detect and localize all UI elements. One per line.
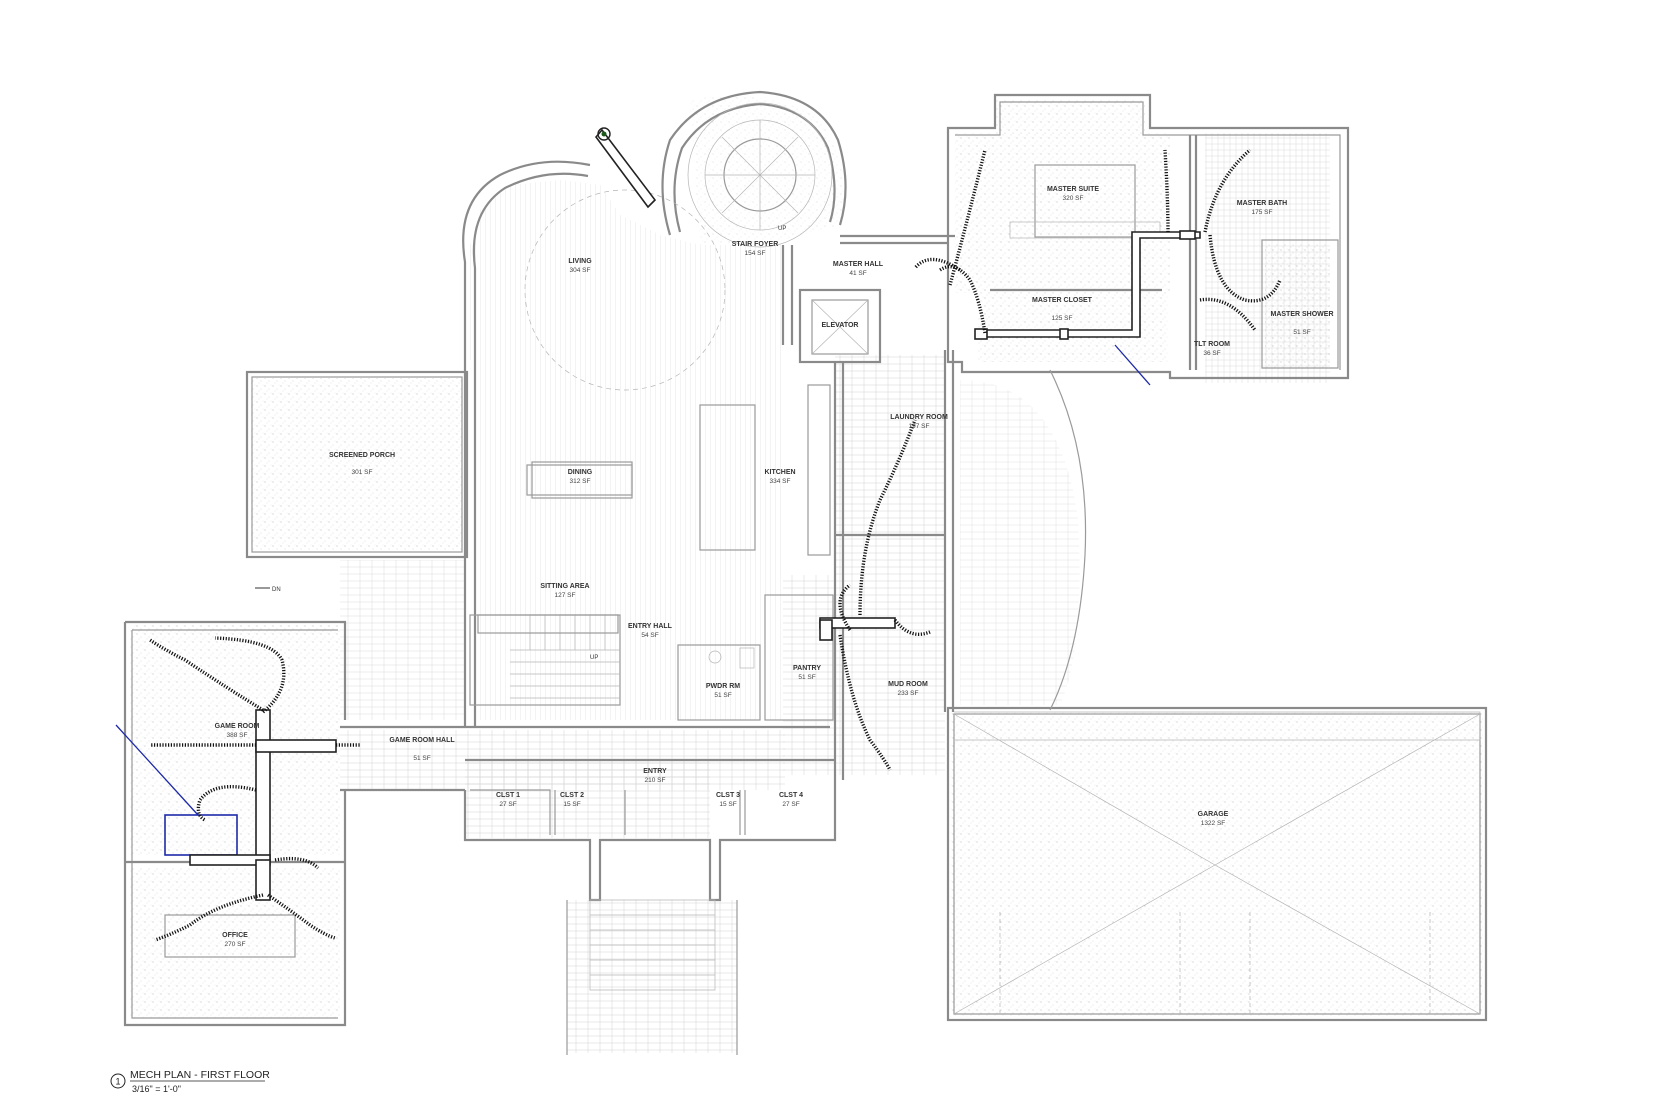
room-clst-3-name: CLST 3 bbox=[716, 792, 740, 799]
room-game-room-hall-area: 51 SF bbox=[413, 755, 430, 762]
room-garage-name: GARAGE bbox=[1198, 811, 1229, 818]
room-living-name: LIVING bbox=[568, 258, 592, 265]
room-clst-1-name: CLST 1 bbox=[496, 792, 520, 799]
room-laundry-room-area: 197 SF bbox=[909, 423, 930, 430]
room-master-shower-name: MASTER SHOWER bbox=[1271, 311, 1334, 318]
room-clst-4-name: CLST 4 bbox=[779, 792, 803, 799]
room-tlt-room-name: TLT ROOM bbox=[1194, 341, 1230, 348]
room-master-bath-name: MASTER BATH bbox=[1237, 200, 1287, 207]
room-pantry-name: PANTRY bbox=[793, 665, 821, 672]
room-living-area: 304 SF bbox=[570, 267, 591, 274]
room-clst-2-area: 15 SF bbox=[563, 801, 580, 808]
room-master-closet-name: MASTER CLOSET bbox=[1032, 297, 1093, 304]
room-dining-area: 312 SF bbox=[570, 478, 591, 485]
room-screened-porch-name: SCREENED PORCH bbox=[329, 452, 395, 459]
room-kitchen-name: KITCHEN bbox=[764, 469, 795, 476]
room-master-suite-area: 320 SF bbox=[1063, 195, 1084, 202]
room-entry-hall-area: 54 SF bbox=[641, 632, 658, 639]
room-pwdr-rm-area: 51 SF bbox=[714, 692, 731, 699]
room-master-hall-area: 41 SF bbox=[849, 270, 866, 277]
room-master-bath-area: 175 SF bbox=[1252, 209, 1273, 216]
room-laundry-room-name: LAUNDRY ROOM bbox=[890, 414, 948, 421]
room-garage-area: 1322 SF bbox=[1201, 820, 1226, 827]
room-clst-4-area: 27 SF bbox=[782, 801, 799, 808]
room-game-room-name: GAME ROOM bbox=[215, 723, 260, 730]
room-pwdr-rm-name: PWDR RM bbox=[706, 683, 740, 690]
room-stair-foyer-area: 154 SF bbox=[745, 250, 766, 257]
room-stair-foyer-name: STAIR FOYER bbox=[732, 241, 779, 248]
room-kitchen-area: 334 SF bbox=[770, 478, 791, 485]
room-tlt-room-area: 36 SF bbox=[1203, 350, 1220, 357]
room-entry-name: ENTRY bbox=[643, 768, 667, 775]
up-label-foyer: UP bbox=[778, 226, 786, 232]
room-master-suite-name: MASTER SUITE bbox=[1047, 186, 1099, 193]
room-clst-3-area: 15 SF bbox=[719, 801, 736, 808]
room-office-name: OFFICE bbox=[222, 932, 248, 939]
room-clst-1-area: 27 SF bbox=[499, 801, 516, 808]
room-game-room-hall-name: GAME ROOM HALL bbox=[389, 737, 455, 744]
up-label-entry-stair: UP bbox=[590, 655, 598, 661]
dn-label: DN bbox=[272, 587, 281, 593]
room-elevator-name: ELEVATOR bbox=[822, 322, 859, 329]
room-mud-room-area: 233 SF bbox=[898, 690, 919, 697]
drawing-title-block: 1 MECH PLAN - FIRST FLOOR 3/16" = 1'-0" bbox=[110, 1069, 270, 1094]
title-number-circle bbox=[110, 1073, 126, 1089]
room-sitting-area-name: SITTING AREA bbox=[540, 583, 589, 590]
drawing-title: MECH PLAN - FIRST FLOOR bbox=[130, 1069, 270, 1081]
room-labels: LIVING 304 SF STAIR FOYER 154 SF UP MAST… bbox=[215, 186, 1334, 948]
duct-runs bbox=[115, 127, 1282, 942]
room-mud-room-name: MUD ROOM bbox=[888, 681, 928, 688]
room-master-shower-area: 51 SF bbox=[1293, 329, 1310, 336]
title-number: 1 bbox=[115, 1077, 120, 1087]
room-office-area: 270 SF bbox=[225, 941, 246, 948]
room-sitting-area-area: 127 SF bbox=[555, 592, 576, 599]
room-dining-name: DINING bbox=[568, 469, 593, 476]
game-room-trunk-duct bbox=[255, 709, 271, 861]
room-pantry-area: 51 SF bbox=[798, 674, 815, 681]
room-clst-2-name: CLST 2 bbox=[560, 792, 584, 799]
room-entry-hall-name: ENTRY HALL bbox=[628, 623, 673, 630]
room-game-room-area: 388 SF bbox=[227, 732, 248, 739]
room-entry-area: 210 SF bbox=[645, 777, 666, 784]
room-master-hall-name: MASTER HALL bbox=[833, 261, 884, 268]
master-trunk-duct bbox=[979, 231, 1201, 338]
drawing-scale: 3/16" = 1'-0" bbox=[132, 1084, 181, 1094]
room-screened-porch-area: 301 SF bbox=[352, 469, 373, 476]
room-master-closet-area: 125 SF bbox=[1052, 315, 1073, 322]
